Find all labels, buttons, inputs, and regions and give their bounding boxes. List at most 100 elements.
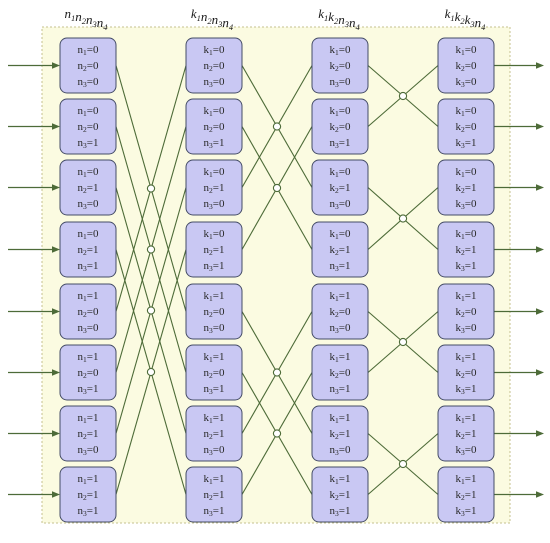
node-box: n1=0 n2=1 n3=1: [59, 221, 117, 278]
node-label: k1=0: [204, 44, 225, 57]
input-arrow: [8, 369, 60, 376]
node-box: k1=1k2=1k3=0: [437, 405, 495, 462]
node-label: k1=0: [330, 105, 351, 118]
node-label: k2=0: [456, 121, 477, 134]
node-label: n3=0: [78, 444, 99, 457]
node-label: n3=1: [330, 383, 351, 396]
node-label: n1=1: [78, 290, 99, 303]
node-label: n2=1: [204, 428, 225, 441]
node-label: k2=1: [456, 244, 477, 257]
node-box: k1=0k2=1n3=0: [311, 159, 369, 216]
crossing-marker: [272, 183, 282, 193]
node-label: k1=1: [330, 351, 351, 364]
node-label: n3=1: [78, 383, 99, 396]
node-columns: n1=0n2=0n3=0n1=0n2=0n3=1n1=0n2=1n3=0n1=0…: [59, 37, 495, 523]
node-label: n3=0: [78, 76, 99, 89]
node-box: k1=0 k2=1 k3=1: [437, 221, 495, 278]
node-box: k1=1k2=1n3=0: [311, 405, 369, 462]
node-box: n1=1n2=0n3=0: [59, 283, 117, 340]
node-label: n1=0: [78, 166, 99, 179]
node-box: k1=0k2=0k3=1: [437, 98, 495, 155]
node-label: n3=1: [204, 383, 225, 396]
output-arrow: [494, 308, 544, 315]
node-label: k1=0: [330, 228, 351, 241]
node-label: n3=0: [330, 198, 351, 211]
node-label: k1=0: [456, 105, 477, 118]
node-label: k1=1: [330, 290, 351, 303]
node-label: n2=1: [204, 244, 225, 257]
node-label: n3=1: [330, 137, 351, 150]
node-label: n3=1: [330, 505, 351, 518]
node-label: k3=1: [456, 260, 477, 273]
input-arrow: [8, 123, 60, 130]
node-label: n2=1: [204, 182, 225, 195]
node-label: n3=0: [204, 322, 225, 335]
node-box: k1=1k2=1k3=1: [437, 466, 495, 523]
crossing-marker: [146, 184, 156, 193]
input-arrow: [8, 62, 60, 69]
node-label: k2=1: [456, 489, 477, 502]
node-label: k1=1: [204, 290, 225, 303]
node-box: k1=1k2=0k3=1: [437, 344, 495, 401]
node-label: n1=0: [78, 228, 99, 241]
node-box: n1=0 n2=0 n3=0: [59, 37, 117, 94]
node-box: k1=0k2=0n3=0: [311, 37, 369, 94]
node-label: n1=1: [78, 473, 99, 486]
node-label: n1=1: [78, 351, 99, 364]
node-label: n1=0: [78, 44, 99, 57]
node-column-1: n1=0n2=0n3=0n1=0n2=0n3=1n1=0n2=1n3=0n1=0…: [59, 37, 117, 523]
output-arrow: [494, 430, 544, 437]
output-arrow: [494, 184, 544, 191]
node-column-2: k1=0n2=0n3=0k1=0n2=0n3=1k1=0n2=1n3=0k1=0…: [185, 37, 243, 523]
node-label: n2=1: [204, 489, 225, 502]
node-label: k1=0: [456, 44, 477, 57]
node-label: k2=1: [456, 182, 477, 195]
crossing-marker: [272, 368, 282, 377]
stage-title-3: k1k2n3n4: [318, 6, 360, 32]
node-label: n3=1: [78, 260, 99, 273]
node-label: n3=1: [204, 260, 225, 273]
node-label: n1=0: [78, 105, 99, 118]
node-label: k1=0: [204, 166, 225, 179]
node-label: k2=1: [456, 428, 477, 441]
node-label: n2=0: [78, 306, 99, 319]
node-label: k3=0: [456, 76, 477, 89]
node-label: n3=0: [330, 444, 351, 457]
node-box: k1=1k2=0n3=0: [311, 283, 369, 340]
node-label: n2=1: [78, 244, 99, 257]
node-label: k3=0: [456, 444, 477, 457]
node-label: k1=0: [456, 228, 477, 241]
crossing-marker: [398, 91, 408, 101]
output-arrow: [494, 491, 544, 498]
node-box: k1=1n2=1n3=0: [185, 405, 243, 462]
node-box: k1=1n2=0n3=0: [185, 283, 243, 340]
input-arrows: [8, 62, 60, 498]
node-label: n2=1: [78, 182, 99, 195]
node-label: n2=0: [204, 121, 225, 134]
node-label: k1=1: [204, 473, 225, 486]
node-box: n1=1n2=1n3=1: [59, 466, 117, 523]
node-label: k1=1: [204, 412, 225, 425]
node-box: k1=0k2=1k3=0: [437, 159, 495, 216]
node-column-4: k1=0k2=0k3=0k1=0k2=0k3=1k1=0k2=1k3=0k1=0…: [437, 37, 495, 523]
crossing-markers: [146, 91, 408, 469]
node-box: k1=0 k2=0 k3=0: [437, 37, 495, 94]
node-label: n2=0: [78, 60, 99, 73]
node-label: k2=0: [456, 60, 477, 73]
node-box: k1=1k2=0n3=1: [311, 344, 369, 401]
node-box: k1=1n2=0n3=1: [185, 344, 243, 401]
node-label: k2=0: [456, 367, 477, 380]
node-label: n3=0: [78, 198, 99, 211]
node-label: k2=1: [330, 428, 351, 441]
crossing-marker: [398, 214, 408, 223]
node-label: k2=1: [330, 489, 351, 502]
input-arrow: [8, 246, 60, 253]
node-label: k2=0: [330, 60, 351, 73]
node-label: n3=0: [204, 198, 225, 211]
stage-title-4: k1k2k3n4: [445, 6, 487, 32]
node-label: k1=0: [330, 166, 351, 179]
crossing-marker: [146, 306, 156, 315]
node-label: n3=1: [78, 137, 99, 150]
node-box: k1=0n2=1n3=1: [185, 221, 243, 278]
